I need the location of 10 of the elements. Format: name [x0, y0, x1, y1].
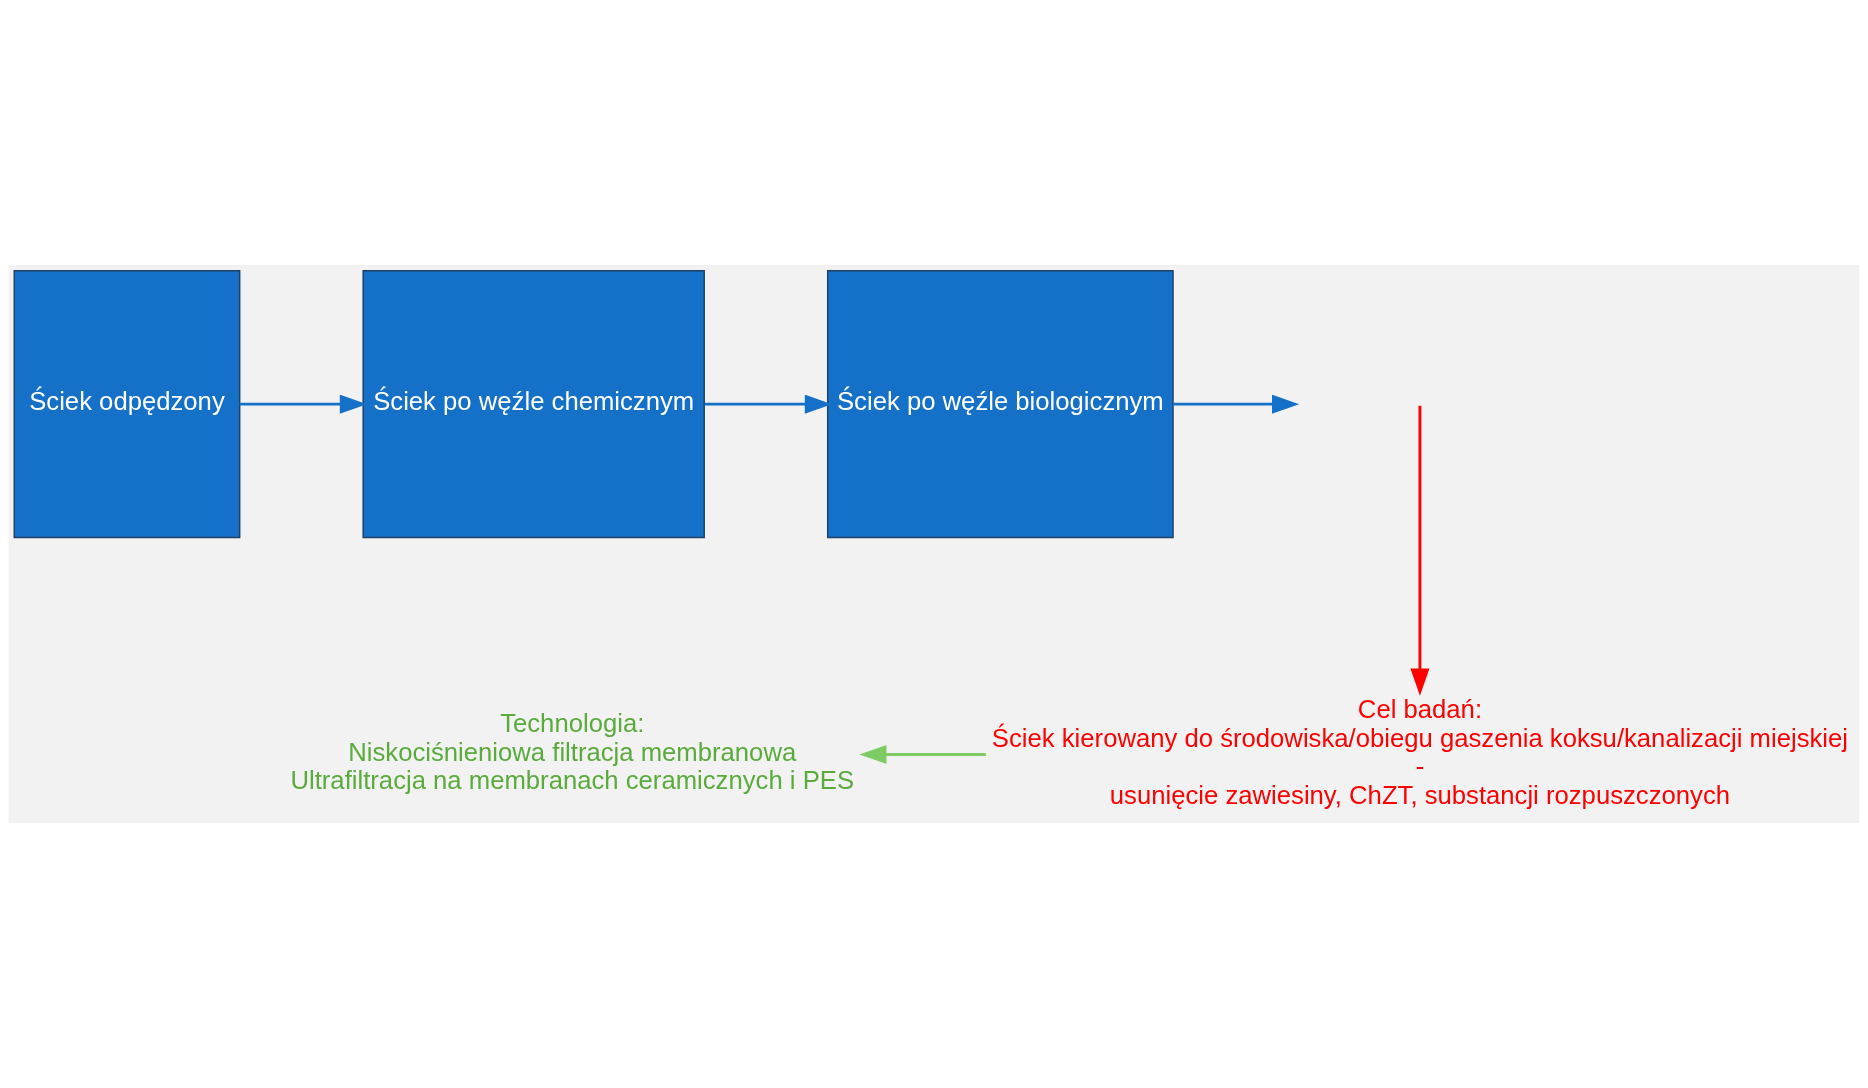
node-box: Ściek odpędzony	[13, 270, 241, 539]
arrow	[859, 745, 986, 764]
node-text: Cel badań: Ściek kierowany do środowiska/obiegu gaszenia koksu/kanalizacji miejskiej - usunięcie zawiesiny, ChZT, substancji rozpuszczonych	[991, 694, 1849, 809]
node-text: Technologia: Niskociśnieniowa filtracja membranowa Ultrafiltracja na membranach ceramicznych i PES	[290, 709, 855, 795]
arrow	[1410, 405, 1430, 696]
arrow	[1173, 394, 1300, 414]
arrow	[704, 394, 832, 414]
node-box: Ściek po węźle chemicznym	[362, 270, 705, 539]
node-box: Ściek po węźle biologicznym	[826, 270, 1174, 539]
arrow	[239, 394, 367, 414]
